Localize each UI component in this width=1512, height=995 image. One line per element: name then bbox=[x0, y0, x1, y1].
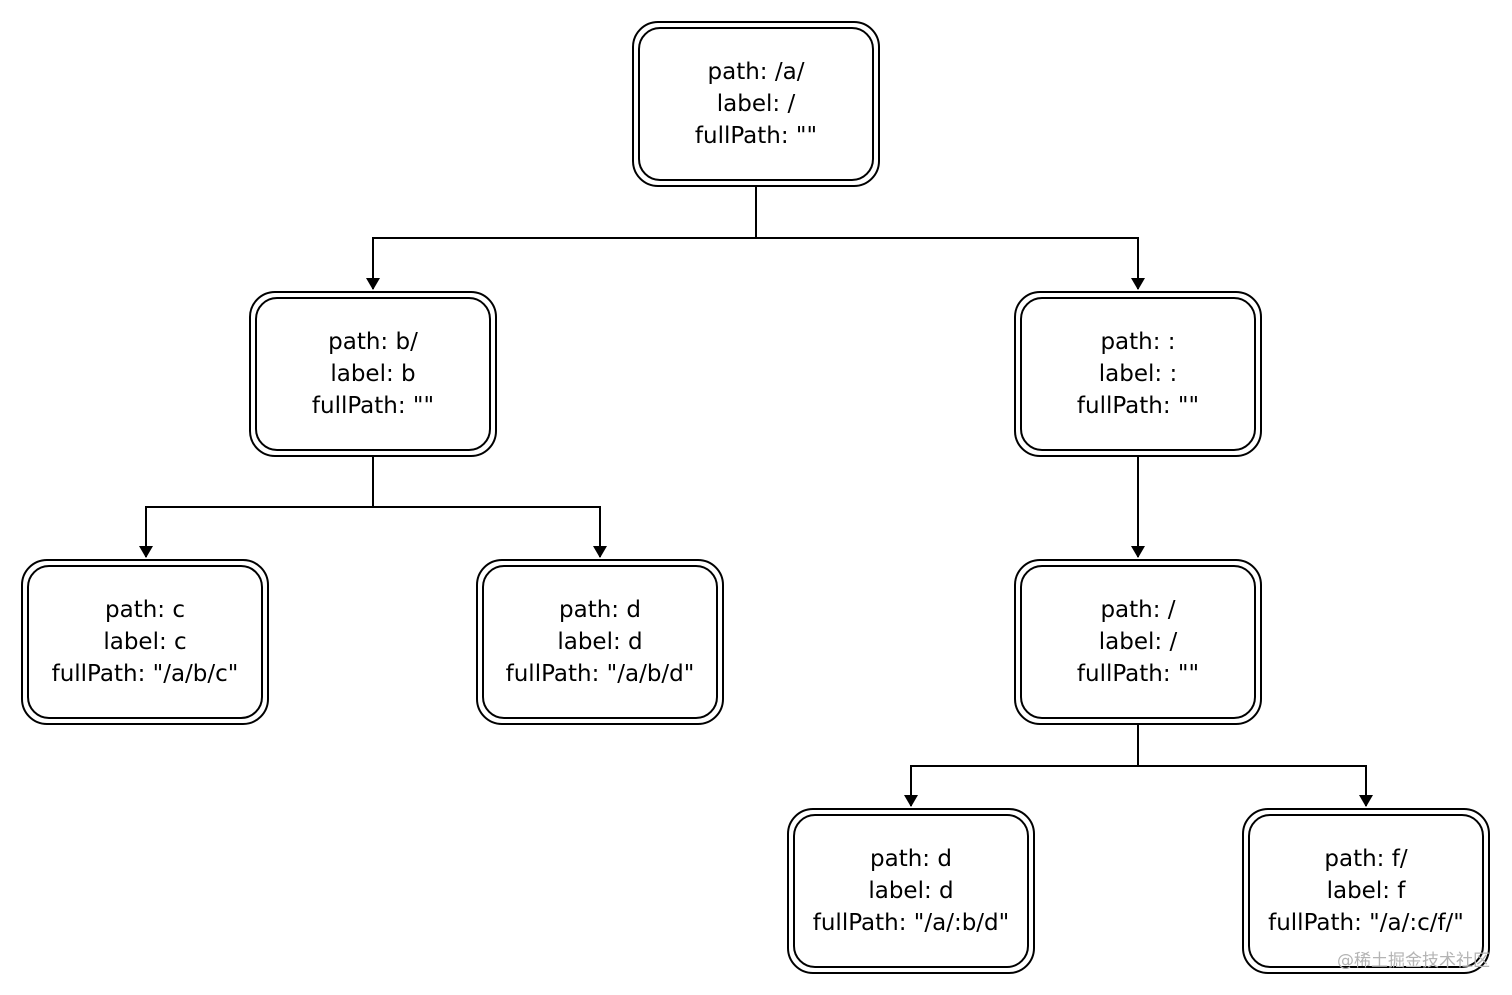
node-fullpath: fullPath: "/a/b/d" bbox=[505, 661, 695, 687]
node-body: path: b/ label: b fullPath: "" bbox=[255, 297, 491, 451]
edge-root-b bbox=[366, 187, 757, 290]
edge-root-colon bbox=[756, 237, 1145, 290]
node-slash: path: / label: / fullPath: "" bbox=[1014, 559, 1262, 725]
node-fullpath: fullPath: "" bbox=[311, 393, 435, 419]
node-d-under-b: path: d label: d fullPath: "/a/b/d" bbox=[476, 559, 724, 725]
node-label: label: b bbox=[330, 361, 416, 387]
edge-slash-d2 bbox=[904, 725, 1139, 807]
node-body: path: d label: d fullPath: "/a/:b/d" bbox=[793, 814, 1029, 968]
node-path: path: b/ bbox=[328, 329, 418, 355]
node-path: path: /a/ bbox=[707, 59, 805, 85]
edge-slash-f bbox=[1138, 765, 1373, 807]
edge-b-d1 bbox=[373, 506, 607, 558]
node-body: path: f/ label: f fullPath: "/a/:c/f/" bbox=[1248, 814, 1484, 968]
watermark: @稀土掘金技术社区 bbox=[1337, 951, 1490, 971]
node-fullpath: fullPath: "/a/:b/d" bbox=[812, 910, 1010, 936]
node-fullpath: fullPath: "/a/b/c" bbox=[51, 661, 239, 687]
node-d-under-slash: path: d label: d fullPath: "/a/:b/d" bbox=[787, 808, 1035, 974]
node-label: label: d bbox=[868, 878, 954, 904]
node-fullpath: fullPath: "" bbox=[694, 123, 818, 149]
node-f: path: f/ label: f fullPath: "/a/:c/f/" bbox=[1242, 808, 1490, 974]
node-body: path: : label: : fullPath: "" bbox=[1020, 297, 1256, 451]
node-fullpath: fullPath: "" bbox=[1076, 661, 1200, 687]
node-b: path: b/ label: b fullPath: "" bbox=[249, 291, 497, 457]
node-label: label: c bbox=[103, 629, 187, 655]
node-label: label: f bbox=[1326, 878, 1406, 904]
node-label: label: d bbox=[557, 629, 643, 655]
edge-b-c bbox=[139, 457, 374, 558]
node-path: path: : bbox=[1100, 329, 1176, 355]
node-label: label: / bbox=[716, 91, 796, 117]
node-path: path: d bbox=[559, 597, 641, 623]
node-c: path: c label: c fullPath: "/a/b/c" bbox=[21, 559, 269, 725]
node-path: path: d bbox=[870, 846, 952, 872]
node-root: path: /a/ label: / fullPath: "" bbox=[632, 21, 880, 187]
node-body: path: / label: / fullPath: "" bbox=[1020, 565, 1256, 719]
node-path: path: c bbox=[105, 597, 185, 623]
node-body: path: d label: d fullPath: "/a/b/d" bbox=[482, 565, 718, 719]
node-body: path: c label: c fullPath: "/a/b/c" bbox=[27, 565, 263, 719]
node-colon: path: : label: : fullPath: "" bbox=[1014, 291, 1262, 457]
node-fullpath: fullPath: "/a/:c/f/" bbox=[1268, 910, 1464, 936]
node-fullpath: fullPath: "" bbox=[1076, 393, 1200, 419]
node-body: path: /a/ label: / fullPath: "" bbox=[638, 27, 874, 181]
node-path: path: / bbox=[1100, 597, 1176, 623]
node-label: label: : bbox=[1098, 361, 1178, 387]
node-label: label: / bbox=[1098, 629, 1178, 655]
node-path: path: f/ bbox=[1324, 846, 1408, 872]
